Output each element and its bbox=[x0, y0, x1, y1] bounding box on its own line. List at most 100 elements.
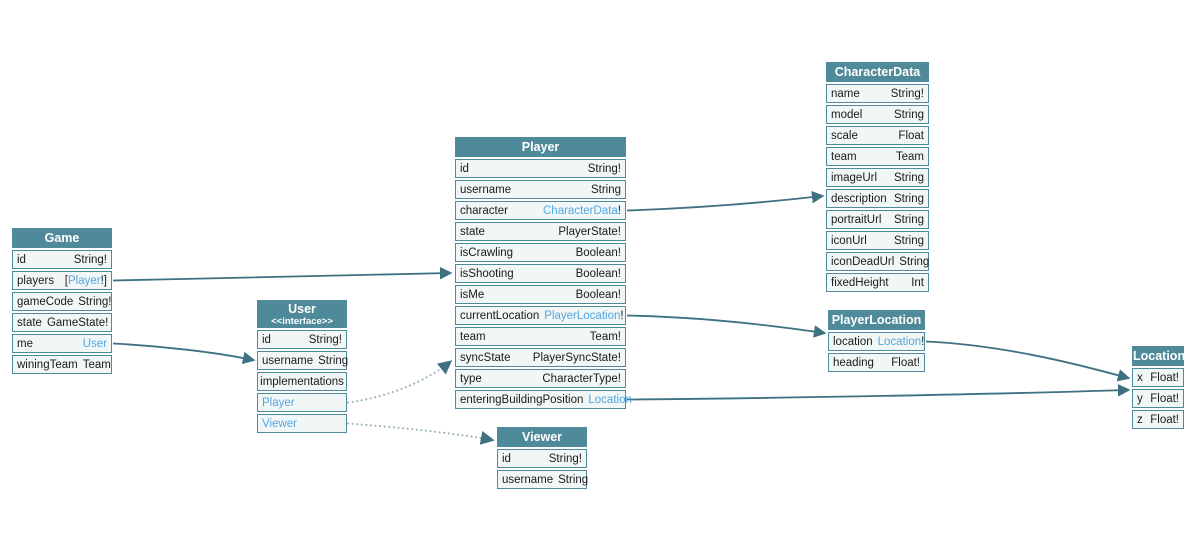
field-row-game-winingteam[interactable]: winingTeam Team bbox=[12, 355, 112, 374]
field-type: Float! bbox=[1150, 393, 1179, 405]
field-type: String! bbox=[891, 88, 924, 100]
field-row-characterdata-fixedheight[interactable]: fixedHeight Int bbox=[826, 273, 929, 292]
field-name: currentLocation bbox=[460, 309, 540, 322]
type-link[interactable]: CharacterData bbox=[543, 204, 618, 217]
type-link[interactable]: PlayerLocation bbox=[544, 309, 621, 322]
field-name: winingTeam bbox=[17, 358, 78, 371]
field-type: String bbox=[894, 235, 924, 247]
type-header-user[interactable]: User<<interface>> bbox=[257, 300, 347, 328]
field-name: imageUrl bbox=[831, 171, 878, 184]
type-text: Team! bbox=[589, 330, 621, 343]
field-type: String! bbox=[74, 254, 107, 266]
field-type: String! bbox=[309, 334, 342, 346]
type-text: String bbox=[893, 213, 924, 226]
edge-user-implementation-player bbox=[347, 360, 453, 404]
field-name: gameCode bbox=[17, 295, 74, 308]
type-text: String! bbox=[308, 333, 342, 346]
type-text: [ bbox=[64, 274, 68, 287]
possible-type-row-user-player[interactable]: Player bbox=[257, 393, 347, 412]
field-row-player-team[interactable]: team Team! bbox=[455, 327, 626, 346]
edge-game-players-to-player bbox=[112, 266, 453, 282]
field-row-player-username[interactable]: username String bbox=[455, 180, 626, 199]
type-link[interactable]: Location bbox=[877, 335, 922, 348]
field-name: location bbox=[833, 335, 873, 348]
field-type: PlayerState! bbox=[558, 226, 621, 238]
field-name: team bbox=[460, 330, 486, 343]
type-text: String bbox=[590, 183, 621, 196]
field-type: String! bbox=[588, 163, 621, 175]
field-row-game-players[interactable]: players[Player!] bbox=[12, 271, 112, 290]
type-header-viewer[interactable]: Viewer bbox=[497, 427, 587, 447]
type-header-playerlocation[interactable]: PlayerLocation bbox=[828, 310, 925, 330]
field-name: isShooting bbox=[460, 267, 514, 280]
field-name: model bbox=[831, 108, 863, 121]
type-text: Int bbox=[911, 276, 924, 289]
field-type: String bbox=[591, 184, 621, 196]
implementations-section-label: implementations bbox=[257, 372, 347, 391]
field-type: Team! bbox=[590, 331, 621, 343]
type-text: ! bbox=[617, 204, 621, 217]
field-type: Team bbox=[83, 359, 111, 371]
field-type: PlayerLocation! bbox=[544, 310, 623, 322]
type-text: Float! bbox=[891, 356, 920, 369]
type-title: PlayerLocation bbox=[831, 313, 922, 327]
type-link[interactable]: Location bbox=[588, 393, 632, 406]
type-text: String bbox=[899, 255, 930, 268]
field-type: GameState! bbox=[47, 317, 108, 329]
type-title: User bbox=[288, 302, 316, 316]
type-header-characterdata[interactable]: CharacterData bbox=[826, 62, 929, 82]
field-row-game-me[interactable]: me User bbox=[12, 334, 112, 353]
type-link[interactable]: User bbox=[82, 337, 107, 350]
type-text: Float! bbox=[1150, 371, 1179, 384]
type-text: Float! bbox=[1150, 413, 1179, 426]
field-name: me bbox=[17, 337, 33, 350]
type-header-game[interactable]: Game bbox=[12, 228, 112, 248]
type-header-location[interactable]: Location bbox=[1132, 346, 1185, 366]
field-name: username bbox=[460, 183, 512, 196]
type-text: ! bbox=[620, 309, 624, 322]
field-row-player-currentlocation[interactable]: currentLocation PlayerLocation! bbox=[455, 306, 626, 325]
type-text: PlayerState! bbox=[558, 225, 621, 238]
field-type: User bbox=[83, 338, 107, 350]
type-header-player[interactable]: Player bbox=[455, 137, 626, 157]
field-name: fixedHeight bbox=[831, 276, 889, 289]
possible-type-row-user-viewer[interactable]: Viewer bbox=[257, 414, 347, 433]
field-type: Boolean! bbox=[576, 289, 621, 301]
type-text: !] bbox=[100, 274, 107, 287]
type-link[interactable]: Player bbox=[68, 274, 101, 287]
